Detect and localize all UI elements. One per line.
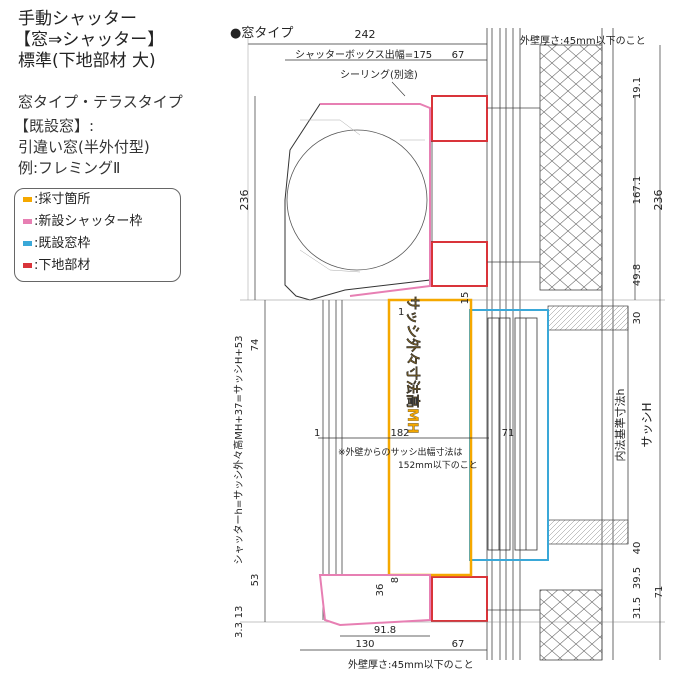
legend-item-existing-frame: :既設窓枠	[23, 235, 90, 253]
wall-thickness-top: 外壁厚さ:45mm以下のこと	[520, 34, 646, 47]
dim-8: 8	[390, 577, 401, 583]
legend-item-measure: :採寸箇所	[23, 191, 90, 209]
dim-40: 40	[632, 542, 643, 555]
note-line-1: ※外壁からのサッシ出幅寸法は	[338, 446, 463, 458]
lintel-hatch	[547, 305, 629, 331]
title-line-2: 【窓⇒シャッター】	[14, 30, 165, 50]
dim-1-mid: 1	[314, 428, 320, 439]
legend-swatch	[23, 197, 32, 202]
legend-label: :採寸箇所	[34, 192, 91, 207]
subtitle-line-1: 窓タイプ・テラスタイプ	[18, 93, 183, 111]
legend-swatch	[23, 241, 32, 246]
dim-15: 15	[460, 292, 471, 305]
dim-13: 13	[234, 606, 245, 619]
title-line-1: 手動シャッター	[18, 9, 137, 29]
dim-236-right: 236	[652, 190, 665, 211]
dim-box-width: シャッターボックス出幅=175	[295, 48, 432, 61]
dim-74: 74	[250, 339, 261, 352]
sash-h-label: サッシH	[640, 402, 654, 447]
legend-label: :既設窓枠	[34, 236, 91, 251]
dim-30: 30	[632, 312, 643, 325]
legend-label: :新設シャッター枠	[34, 214, 143, 229]
dim-67-top: 67	[452, 50, 465, 61]
subtitle-line-4: 例:フレミングⅡ	[18, 159, 121, 177]
legend-swatch	[23, 219, 32, 224]
legend-label: :下地部材	[34, 258, 91, 273]
insulation-top	[539, 44, 603, 291]
shutter-height-formula: シャッターh=サッシ外々高MH+37=サッシH+53	[232, 336, 245, 565]
dim-53: 53	[250, 574, 261, 587]
dim-67-bottom: 67	[452, 639, 465, 650]
base-member-top	[431, 95, 488, 142]
dim-167-1: 167.1	[632, 176, 643, 205]
legend-swatch	[23, 263, 32, 268]
title-line-3: 標準(下地部材 大)	[18, 51, 156, 71]
subtitle-line-2: 【既設窓】:	[14, 117, 95, 135]
sash-sections	[487, 317, 538, 551]
subtitle-line-3: 引違い窓(半外付型)	[18, 138, 150, 156]
sealing-label: シーリング(別途)	[340, 68, 418, 81]
insulation-bottom	[539, 589, 603, 661]
shutter-roll	[286, 129, 428, 271]
measure-label: サッシ外々寸法高MH	[404, 296, 421, 434]
dim-236-left: 236	[238, 190, 251, 211]
dim-130: 130	[355, 639, 374, 650]
note-line-2: 152mm以下のこと	[398, 460, 478, 471]
dim-182: 182	[390, 428, 409, 439]
dim-19-1: 19.1	[632, 77, 643, 99]
dim-71-mid: 71	[502, 428, 515, 439]
legend: :採寸箇所 :新設シャッター枠 :既設窓枠 :下地部材	[14, 188, 181, 282]
dim-49-8: 49.8	[632, 264, 643, 286]
dim-36: 36	[375, 584, 386, 597]
wall-thickness-bottom: 外壁厚さ:45mm以下のこと	[348, 658, 474, 671]
inner-dimension-label: 内法基準寸法h	[613, 388, 627, 461]
dim-39-5: 39.5	[632, 567, 643, 589]
dim-31-5: 31.5	[632, 597, 643, 619]
section-label: ●窓タイプ	[230, 25, 293, 41]
base-member-mid	[431, 241, 488, 287]
base-member-bottom	[431, 576, 488, 622]
shutter-curtain	[322, 300, 343, 620]
sill-hatch	[547, 519, 629, 545]
dim-71: 71	[654, 586, 665, 599]
new-shutter-frame-top	[320, 103, 431, 297]
new-shutter-frame-bottom	[318, 574, 431, 627]
dim-1-top: 1	[398, 307, 404, 318]
dim-3-3: 3.3	[234, 622, 245, 638]
legend-item-new-frame: :新設シャッター枠	[23, 213, 142, 231]
legend-item-base-member: :下地部材	[23, 257, 90, 275]
dim-91-8: 91.8	[374, 625, 396, 636]
dim-242: 242	[355, 28, 376, 41]
